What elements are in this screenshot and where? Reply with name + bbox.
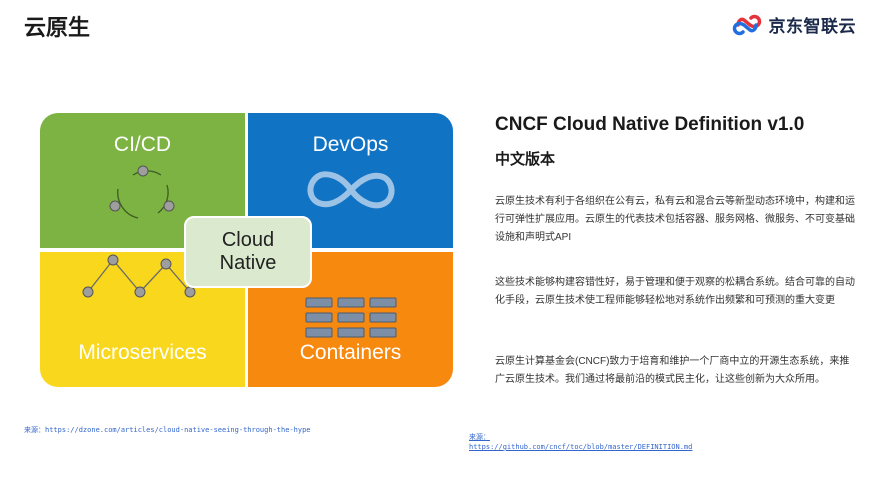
quadrant-devops-label: DevOps [312,133,389,156]
brand-name: 京东智联云 [768,17,856,36]
containers-icon [305,297,397,338]
source-right-label: 来源： [469,433,490,441]
paragraph-3: 云原生计算基金会(CNCF)致力于培育和维护一个厂商中立的开源生态系统，来推广云… [495,356,850,385]
source-right-url[interactable]: https://github.com/cncf/toc/blob/master/… [469,443,693,451]
cloud-native-center: Cloud Native [184,216,312,288]
infinity-icon [307,171,395,209]
definition-heading: CNCF Cloud Native Definition v1.0 [495,114,805,135]
source-link-left[interactable]: 来源：https://dzone.com/articles/cloud-nati… [24,426,311,434]
quadrant-containers-label: Containers [299,341,402,364]
quadrant-cicd-label: CI/CD [113,133,172,156]
paragraph-2: 这些技术能够构建容错性好，易于管理和便于观察的松耦合系统。结合可靠的自动化手段，… [495,277,855,306]
brand-logo: 京东智联云 [729,12,857,37]
quadrant-cicd: CI/CD [40,113,245,248]
cloud-native-diagram: CI/CD DevOps Microservices [40,113,453,387]
cycle-icon [109,165,175,219]
source-link-right[interactable]: 来源： https://github.com/cncf/toc/blob/mas… [469,432,759,452]
center-line-2: Native [219,252,277,274]
paragraph-1: 云原生技术有利于各组织在公有云，私有云和混合云等新型动态环境中，构建和运行可弹性… [495,196,855,243]
brand-infinity-icon [732,14,761,35]
quadrant-microservices-label: Microservices [78,341,207,364]
definition-subheading: 中文版本 [495,151,556,168]
page-title: 云原生 [24,15,91,40]
center-line-1: Cloud [221,229,275,251]
